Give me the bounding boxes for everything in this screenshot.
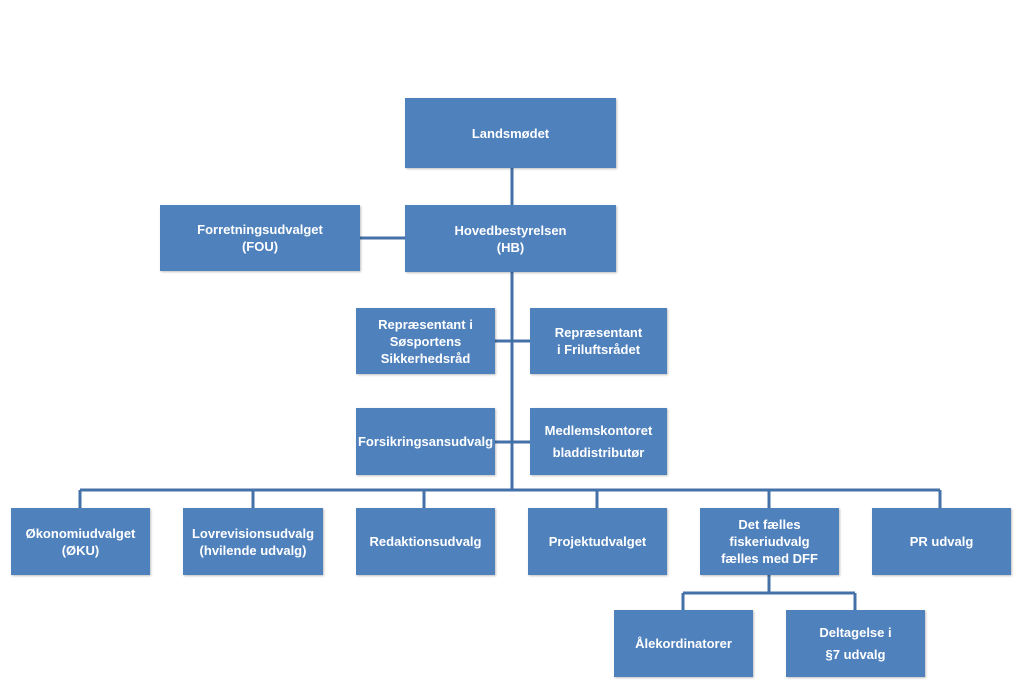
node-pr: PR udvalg: [872, 508, 1011, 575]
node-landsmodet-label: Landsmødet: [471, 125, 550, 141]
node-redaktion: Redaktionsudvalg: [356, 508, 495, 575]
node-sosport-label: Repræsentant i Søsportens Sikkerhedsråd: [378, 316, 473, 366]
node-deltagelse: Deltagelse i §7 udvalg: [786, 610, 925, 677]
node-pr-label: PR udvalg: [909, 534, 974, 549]
node-hovedbestyrelsen-label: Hovedbestyrelsen (HB): [454, 222, 567, 255]
node-forsikring-label: Forsikringsansudvalg: [357, 434, 494, 449]
node-okonomi-label: Økonomiudvalget (ØKU): [25, 525, 136, 558]
node-alekordinatorer: Ålekordinatorer: [614, 610, 753, 677]
node-alekordinatorer-label: Ålekordinatorer: [635, 636, 732, 651]
node-forretningsudvalget: Forretningsudvalget (FOU): [160, 205, 360, 271]
node-deltagelse-label: Deltagelse i §7 udvalg: [819, 624, 892, 662]
node-okonomi: Økonomiudvalget (ØKU): [11, 508, 150, 575]
node-friluftsraadet: Repræsentant i Friluftsrådet: [530, 308, 667, 374]
node-forsikring: Forsikringsansudvalg: [356, 408, 495, 475]
node-landsmodet: Landsmødet: [405, 98, 616, 168]
node-fiskeri-label: Det fælles fiskeriudvalg fælles med DFF: [721, 517, 818, 566]
node-lovrevision-label: Lovrevisionsudvalg (hvilende udvalg): [191, 525, 315, 558]
node-medlemskontoret-label: Medlemskontoret bladdistributør: [544, 422, 653, 460]
node-projekt: Projektudvalget: [528, 508, 667, 575]
node-friluftsraadet-label: Repræsentant i Friluftsrådet: [554, 325, 643, 357]
node-projekt-label: Projektudvalget: [548, 534, 647, 549]
node-forretningsudvalget-label: Forretningsudvalget (FOU): [197, 222, 323, 254]
node-sosport: Repræsentant i Søsportens Sikkerhedsråd: [356, 308, 495, 374]
node-lovrevision: Lovrevisionsudvalg (hvilende udvalg): [183, 508, 323, 575]
node-fiskeri: Det fælles fiskeriudvalg fælles med DFF: [700, 508, 839, 575]
node-medlemskontoret: Medlemskontoret bladdistributør: [530, 408, 667, 475]
node-redaktion-label: Redaktionsudvalg: [369, 534, 482, 549]
node-hovedbestyrelsen: Hovedbestyrelsen (HB): [405, 205, 616, 272]
